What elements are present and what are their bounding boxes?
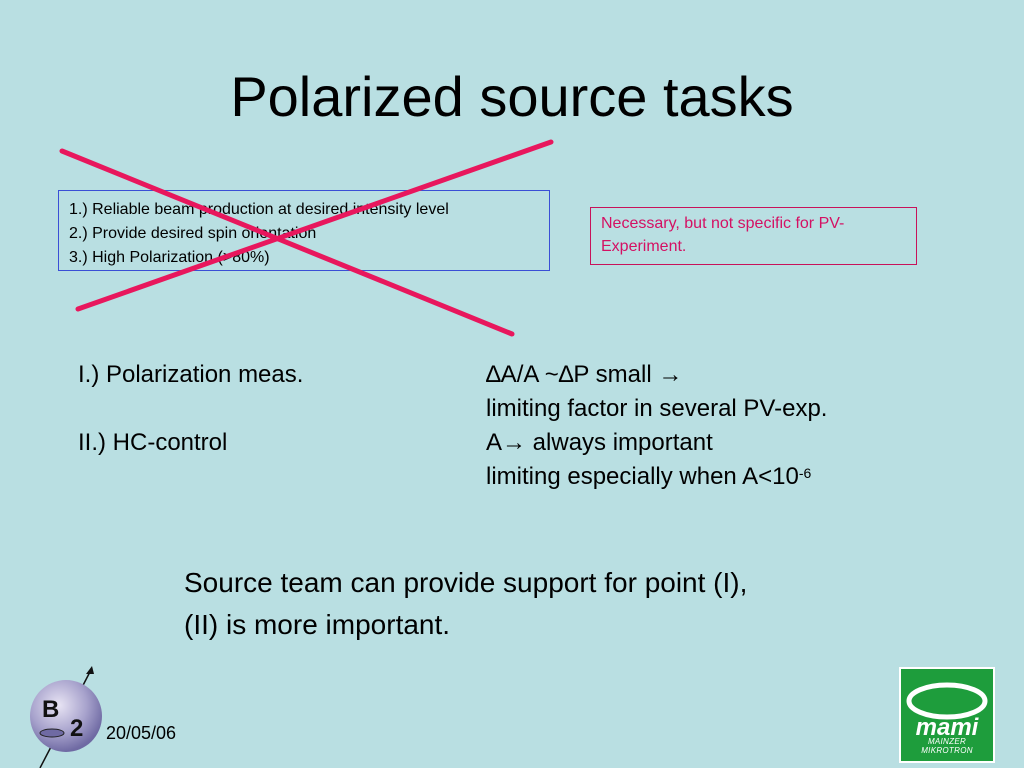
- note-box: Necessary, but not specific for PV-Exper…: [590, 207, 917, 265]
- footer-date: 20/05/06: [106, 723, 177, 743]
- note-text: Necessary, but not specific for PV-Exper…: [601, 215, 845, 255]
- mami-caption: MAINZER MIKROTRON: [921, 737, 973, 755]
- mami-logo-mark: mami: [906, 682, 988, 741]
- task-list-box: 1.) Reliable beam production at desired …: [58, 190, 550, 271]
- support-line-1: Source team can provide support for poin…: [184, 567, 748, 598]
- row-hc-control-label: II.) HC-control: [78, 429, 228, 456]
- support-statement: Source team can provide support for poin…: [184, 562, 747, 646]
- b2-logo: B 2: [30, 666, 102, 768]
- mami-logo: mami MAINZER MIKROTRON: [899, 667, 995, 763]
- row-limiting-factor: limiting factor in several PV-exp.: [486, 395, 828, 422]
- exponent: -6: [798, 465, 812, 481]
- row-limiting-especially: limiting especially when A<10-6: [486, 462, 811, 492]
- row-hc-control-value: A→ always important: [486, 429, 713, 456]
- support-line-2: (II) is more important.: [184, 609, 451, 640]
- task-item: 1.) Reliable beam production at desired …: [69, 201, 449, 218]
- svg-text:B: B: [42, 696, 59, 723]
- svg-text:2: 2: [70, 715, 83, 742]
- row-polarization-value: ∆A/A ~∆P small →: [486, 361, 683, 388]
- row-limiting-especially-text: limiting especially when A<10: [486, 463, 799, 490]
- slide-title: Polarized source tasks: [230, 65, 794, 128]
- task-item: 3.) High Polarization (>80%): [69, 249, 270, 266]
- task-item: 2.) Provide desired spin orientation: [69, 225, 317, 242]
- row-polarization-label: I.) Polarization meas.: [78, 361, 304, 388]
- mami-word: mami: [916, 714, 980, 741]
